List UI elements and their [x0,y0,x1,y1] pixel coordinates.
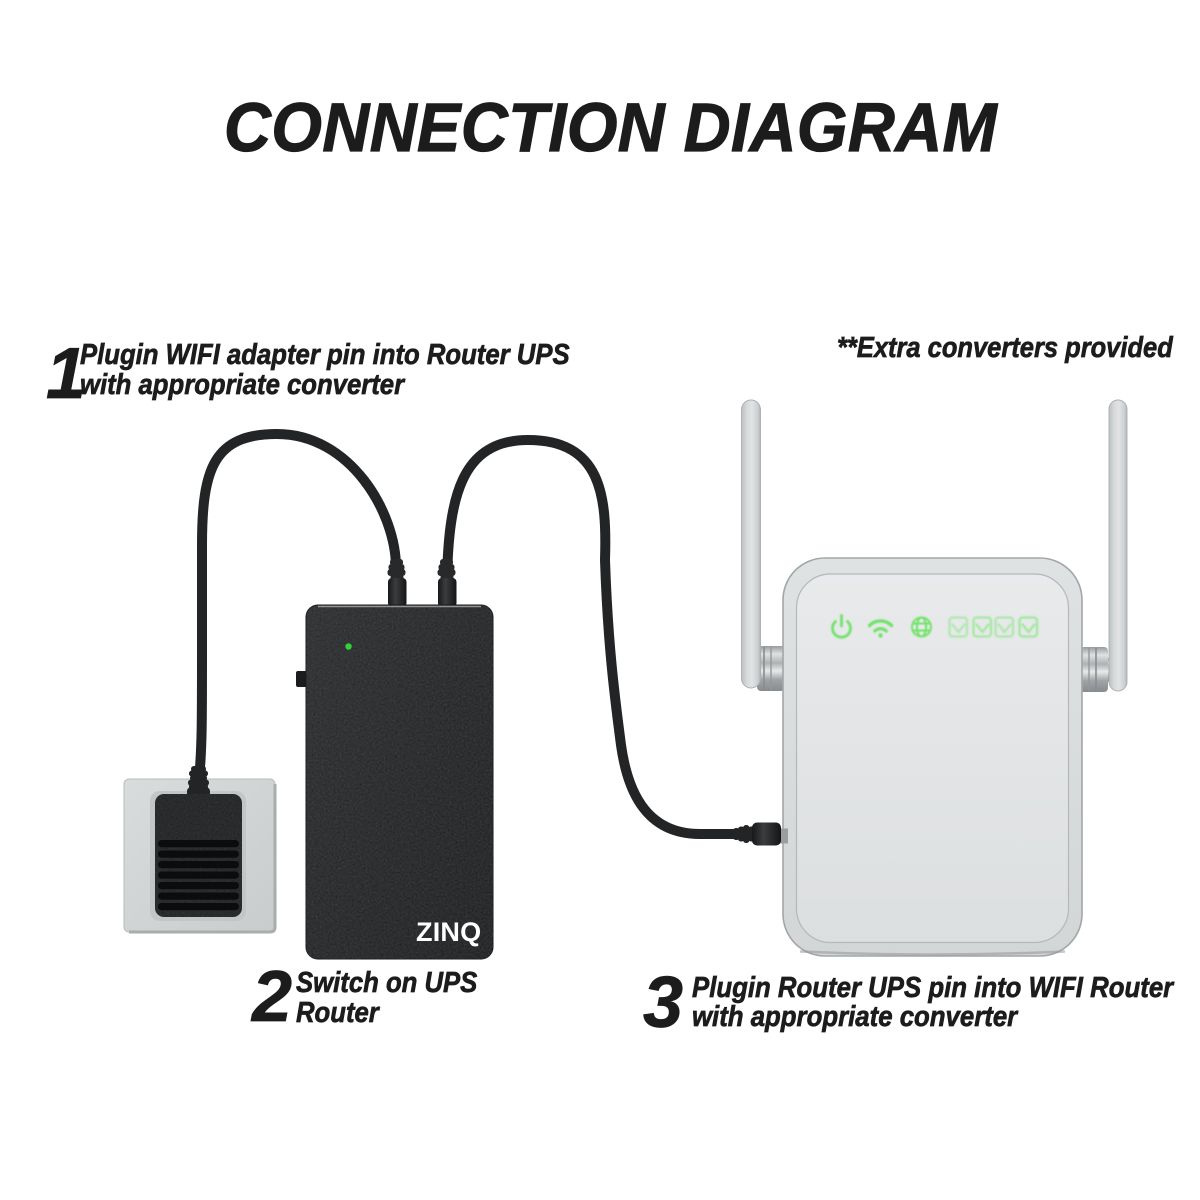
svg-text:ZINQ: ZINQ [416,917,481,947]
